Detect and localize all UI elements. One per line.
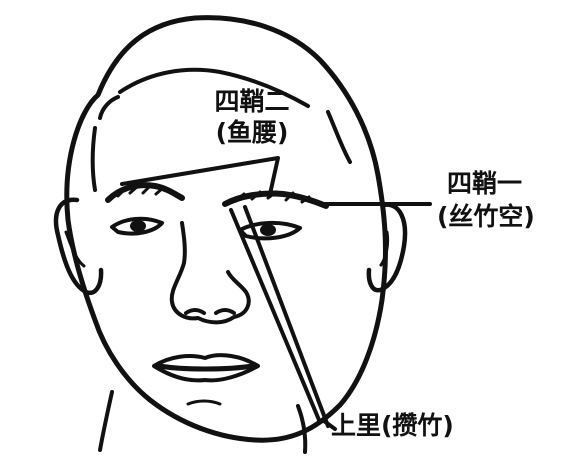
right-pupil bbox=[260, 224, 276, 236]
label-sihe-er-line2: (鱼腰) bbox=[215, 118, 289, 147]
right-eyebrow-hatch bbox=[234, 190, 311, 204]
leader-line-shangli-tail bbox=[322, 419, 337, 431]
left-ear-inner bbox=[64, 230, 86, 268]
left-pupil bbox=[130, 220, 146, 232]
left-eyebrow bbox=[105, 182, 185, 203]
nose bbox=[169, 221, 251, 325]
left-eye bbox=[110, 216, 164, 236]
label-sihe-er-line1: 四鞘二 bbox=[214, 87, 290, 116]
label-sihe-yi-line2: (丝竹空) bbox=[437, 202, 535, 231]
label-sihe-yi: 四鞘一 (丝竹空) bbox=[437, 171, 565, 229]
label-sihe-yi-line1: 四鞘一 bbox=[447, 169, 523, 198]
neck-right bbox=[296, 404, 308, 454]
leader-line-shangli-a bbox=[229, 208, 321, 422]
chin-marks bbox=[186, 399, 222, 406]
left-eyebrow-hatch bbox=[116, 184, 165, 198]
leader-line-sihe-er bbox=[120, 156, 280, 196]
mouth bbox=[152, 353, 260, 383]
left-ear bbox=[53, 197, 104, 296]
head-outline bbox=[64, 15, 388, 443]
hairline bbox=[90, 67, 352, 192]
label-sihe-er: 四鞘二 (鱼腰) bbox=[197, 89, 307, 145]
right-ear-inner bbox=[379, 230, 390, 267]
right-ear bbox=[366, 202, 408, 293]
label-shangli: 上里(攒竹) bbox=[331, 411, 454, 440]
leader-line-shangli-b bbox=[243, 205, 330, 428]
neck-left bbox=[98, 390, 114, 452]
mouth-line bbox=[157, 363, 255, 372]
